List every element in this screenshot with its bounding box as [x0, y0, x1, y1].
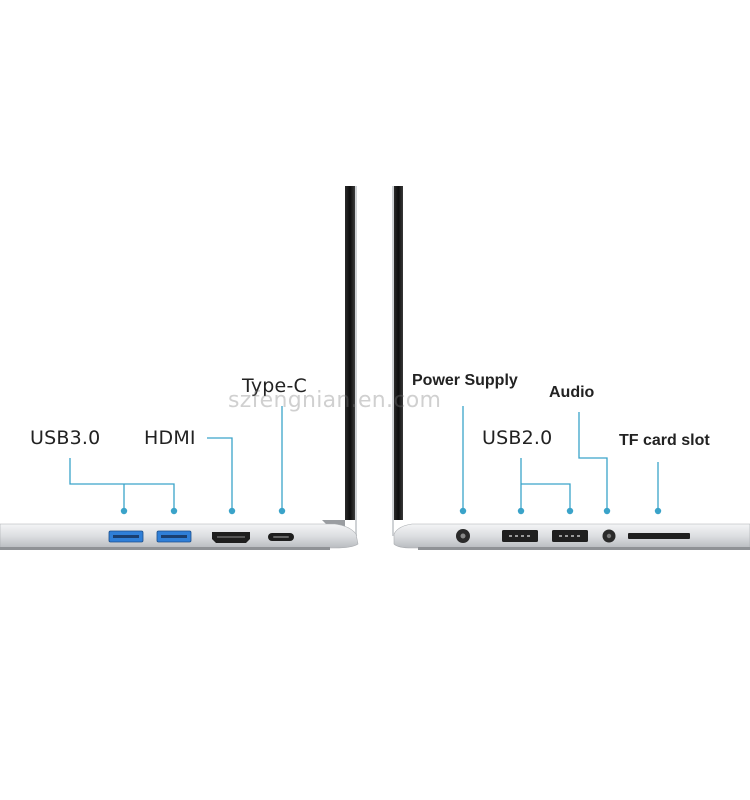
- watermark-text: szfengnian.en.com: [228, 388, 442, 413]
- typec-label: Type-C: [242, 375, 307, 397]
- left-lid: [345, 186, 355, 520]
- usb3-label: USB3.0: [30, 427, 101, 449]
- right-laptop-side: [392, 186, 750, 550]
- usb2-port-1: [502, 530, 538, 542]
- tf-card-slot: [628, 533, 690, 539]
- right-callout-lines: [462, 406, 659, 510]
- hdmi-label: HDMI: [144, 427, 196, 449]
- left-callout-lines: [69, 406, 283, 510]
- usb2-label: USB2.0: [482, 427, 553, 449]
- usb2-port-2: [552, 530, 588, 542]
- power-supply-label: Power Supply: [412, 372, 518, 389]
- right-lid: [394, 186, 403, 520]
- audio-label: Audio: [549, 384, 595, 401]
- tf-card-slot-label: TF card slot: [619, 432, 710, 449]
- left-laptop-side: [0, 186, 359, 550]
